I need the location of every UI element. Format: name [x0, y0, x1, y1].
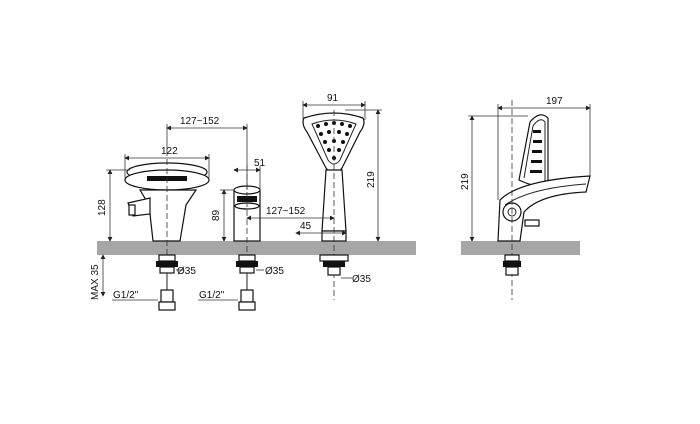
dim-219-right: 219 — [460, 173, 471, 190]
hand-shower-front — [302, 110, 365, 300]
dim-diameter-35-b: Ø35 — [265, 266, 284, 277]
dim-diameter-35-a: Ø35 — [177, 266, 196, 277]
deck-slab-front — [97, 241, 416, 255]
dim-127-152-top: 127~152 — [180, 116, 220, 127]
faucet-side-view — [497, 100, 591, 300]
dim-89: 89 — [211, 209, 222, 221]
deck-slab-side — [461, 241, 580, 255]
dim-128: 128 — [97, 199, 108, 216]
dim-max-35: MAX 35 — [90, 264, 101, 300]
dim-45: 45 — [300, 221, 312, 232]
dim-diameter-35-c: Ø35 — [352, 274, 371, 285]
dim-51: 51 — [254, 158, 266, 169]
mixer-body-front — [124, 150, 210, 311]
dim-thread-g12-a: G1/2" — [113, 290, 139, 301]
dim-219-left: 219 — [366, 171, 377, 188]
dim-thread-g12-b: G1/2" — [199, 290, 225, 301]
dim-127-152-mid: 127~152 — [266, 206, 306, 217]
dim-122: 122 — [161, 146, 178, 157]
dim-197: 197 — [546, 96, 563, 107]
dim-91: 91 — [327, 93, 339, 104]
